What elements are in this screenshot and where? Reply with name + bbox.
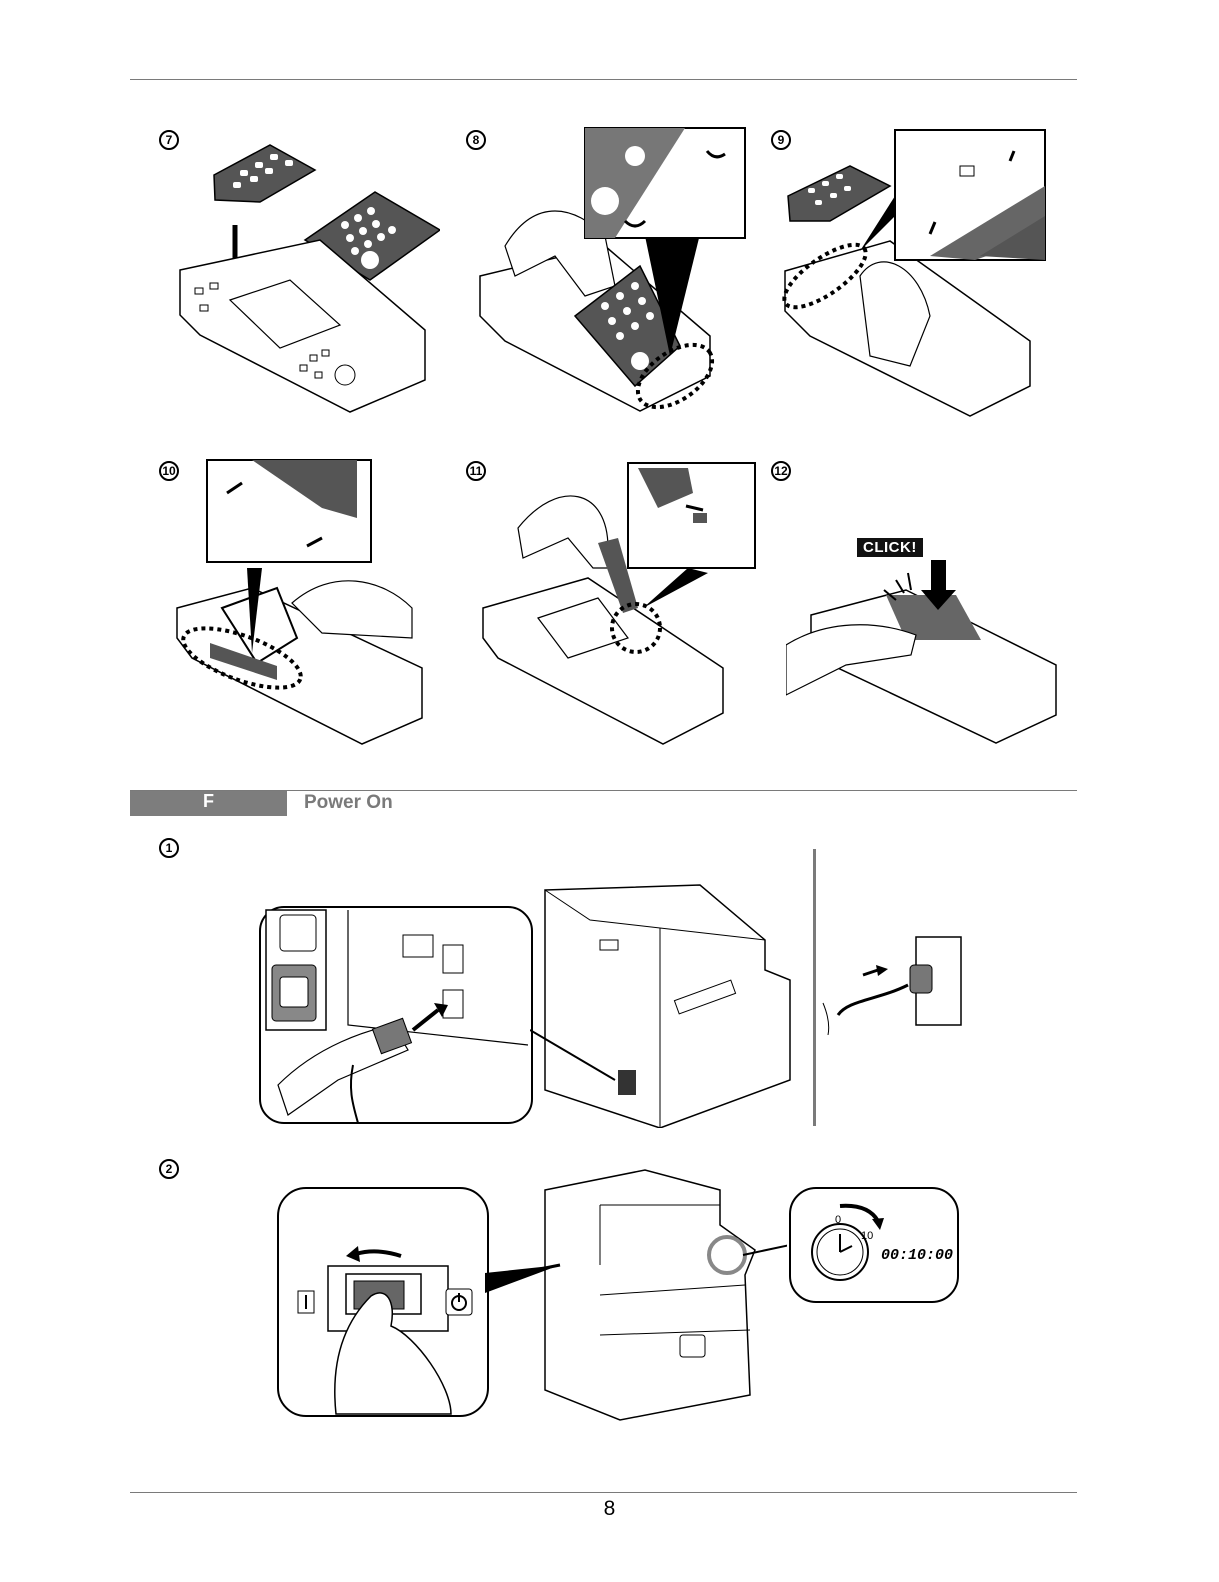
hand bbox=[518, 496, 618, 568]
header-rule bbox=[130, 79, 1077, 80]
step-7-illustration bbox=[170, 140, 440, 420]
operation-panel bbox=[483, 578, 723, 744]
section-title: Power On bbox=[304, 792, 393, 814]
step-12-number: 12 bbox=[771, 461, 791, 481]
power-cord-inset bbox=[258, 905, 536, 1127]
small-key-sheet bbox=[214, 145, 315, 202]
section-letter: F bbox=[130, 791, 287, 816]
step-12-illustration bbox=[786, 545, 1061, 745]
dial-end-label: 10 bbox=[861, 1230, 873, 1242]
dial-start-label: 0 bbox=[835, 1214, 841, 1226]
step-11-illustration bbox=[478, 458, 758, 748]
page-number: 8 bbox=[0, 1497, 1219, 1521]
step-10-illustration bbox=[172, 458, 424, 748]
step-8-illustration bbox=[475, 126, 755, 416]
footer-rule bbox=[130, 1492, 1077, 1493]
power-step-1-number: 1 bbox=[159, 838, 179, 858]
section-divider bbox=[813, 849, 816, 1126]
section-letter-bar: F bbox=[130, 791, 287, 816]
machine-front-view bbox=[485, 1165, 787, 1425]
wall-outlet-illustration bbox=[818, 935, 968, 1035]
plug bbox=[910, 965, 932, 993]
step-9-illustration bbox=[780, 126, 1050, 421]
power-switch-inset bbox=[276, 1186, 490, 1418]
power-step-2-number: 2 bbox=[159, 1159, 179, 1179]
warmup-clock-inset: 0 10 00:10:00 bbox=[788, 1186, 960, 1306]
click-badge: CLICK! bbox=[857, 538, 923, 557]
elapsed-time-display: 00:10:00 bbox=[881, 1247, 953, 1264]
machine-rear-view bbox=[530, 880, 792, 1128]
